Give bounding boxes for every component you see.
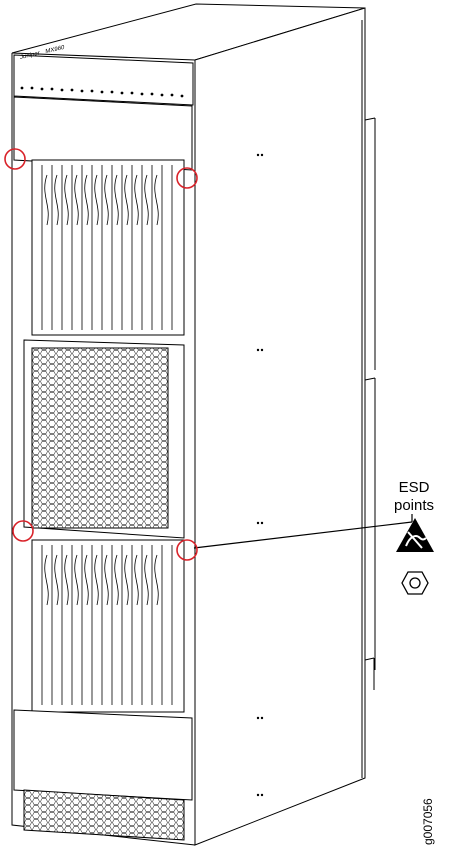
esd-leader-line — [193, 521, 413, 549]
esd-point-marker — [4, 148, 26, 170]
esd-jack-icon — [401, 571, 429, 595]
esd-point-markers — [4, 148, 198, 561]
craft-interface — [13, 54, 194, 106]
esd-points-label: ESD points — [384, 479, 444, 515]
figure-id: g007056 — [421, 798, 435, 845]
bottom-air-intake — [23, 789, 185, 841]
esd-warning-icon — [396, 518, 434, 595]
lower-cable-manager — [13, 709, 193, 801]
chassis-side-panel — [194, 7, 366, 846]
esd-point-marker — [12, 520, 34, 542]
esd-point-marker — [176, 167, 198, 189]
esd-label-line2: points — [393, 497, 435, 514]
upper-cable-manager — [13, 96, 193, 171]
esd-label-line1: ESD — [398, 479, 430, 496]
esd-point-marker — [176, 539, 198, 561]
